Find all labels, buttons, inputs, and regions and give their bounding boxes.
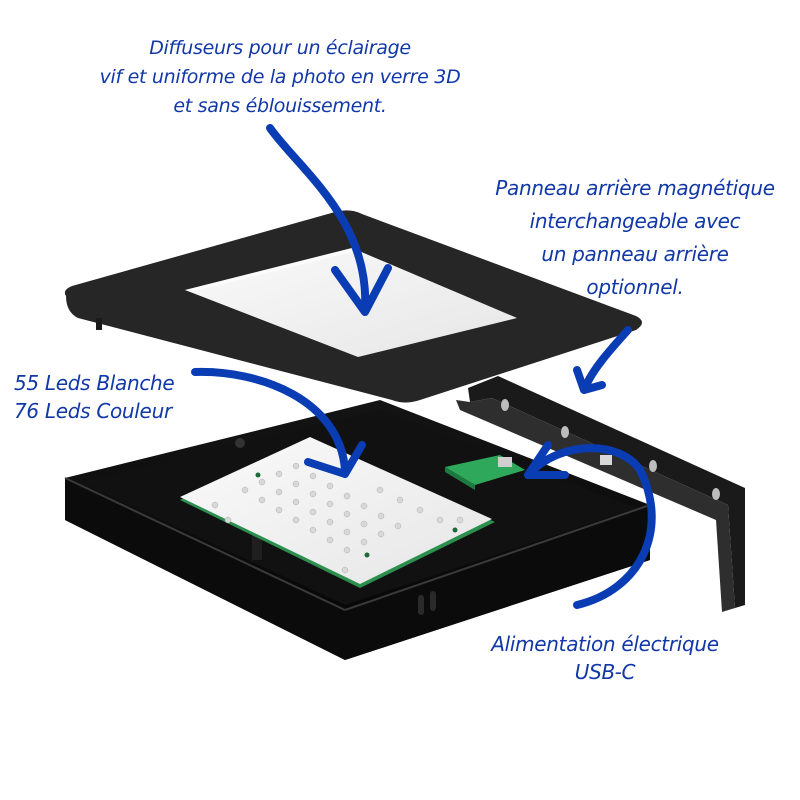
leds-arrow-head [304, 441, 366, 478]
annotation-back-panel: Panneau arrière magnétique interchangeab… [480, 172, 790, 304]
leds-arrow [191, 367, 349, 474]
annotation-leds: 55 Leds Blanche 76 Leds Couleur [14, 369, 214, 425]
annotation-line: Diffuseurs pour un éclairage [149, 37, 411, 59]
power-arrow [524, 444, 656, 609]
diffuser-glass [185, 248, 517, 357]
back-panel [456, 376, 745, 612]
annotation-line: un panneau arrière [541, 242, 729, 266]
annotation-line: vif et uniforme de la photo en verre 3D [99, 66, 461, 88]
back-panel-arrow [581, 326, 632, 392]
annotation-arrows [191, 124, 656, 609]
led-board [180, 437, 495, 588]
diffuser-arrow [266, 124, 370, 314]
annotation-line: et sans éblouissement. [173, 95, 387, 117]
annotation-line: 76 Leds Couleur [14, 399, 172, 423]
annotation-line: Alimentation électrique [491, 632, 719, 656]
diffuser-arrow-head [331, 264, 392, 316]
annotation-power: Alimentation électrique USB-C [470, 630, 740, 686]
annotation-line: Panneau arrière magnétique [495, 176, 775, 200]
back-panel-arrow-head [573, 366, 606, 394]
front-frame [64, 210, 643, 403]
annotation-diffuser: Diffuseurs pour un éclairage vif et unif… [80, 34, 480, 121]
usb-c-power-module [445, 455, 525, 490]
power-arrow-head [524, 441, 569, 479]
annotation-line: optionnel. [586, 275, 684, 299]
annotation-line: interchangeable avec [529, 209, 741, 233]
annotation-line: USB-C [574, 660, 636, 684]
annotation-line: 55 Leds Blanche [14, 371, 175, 395]
